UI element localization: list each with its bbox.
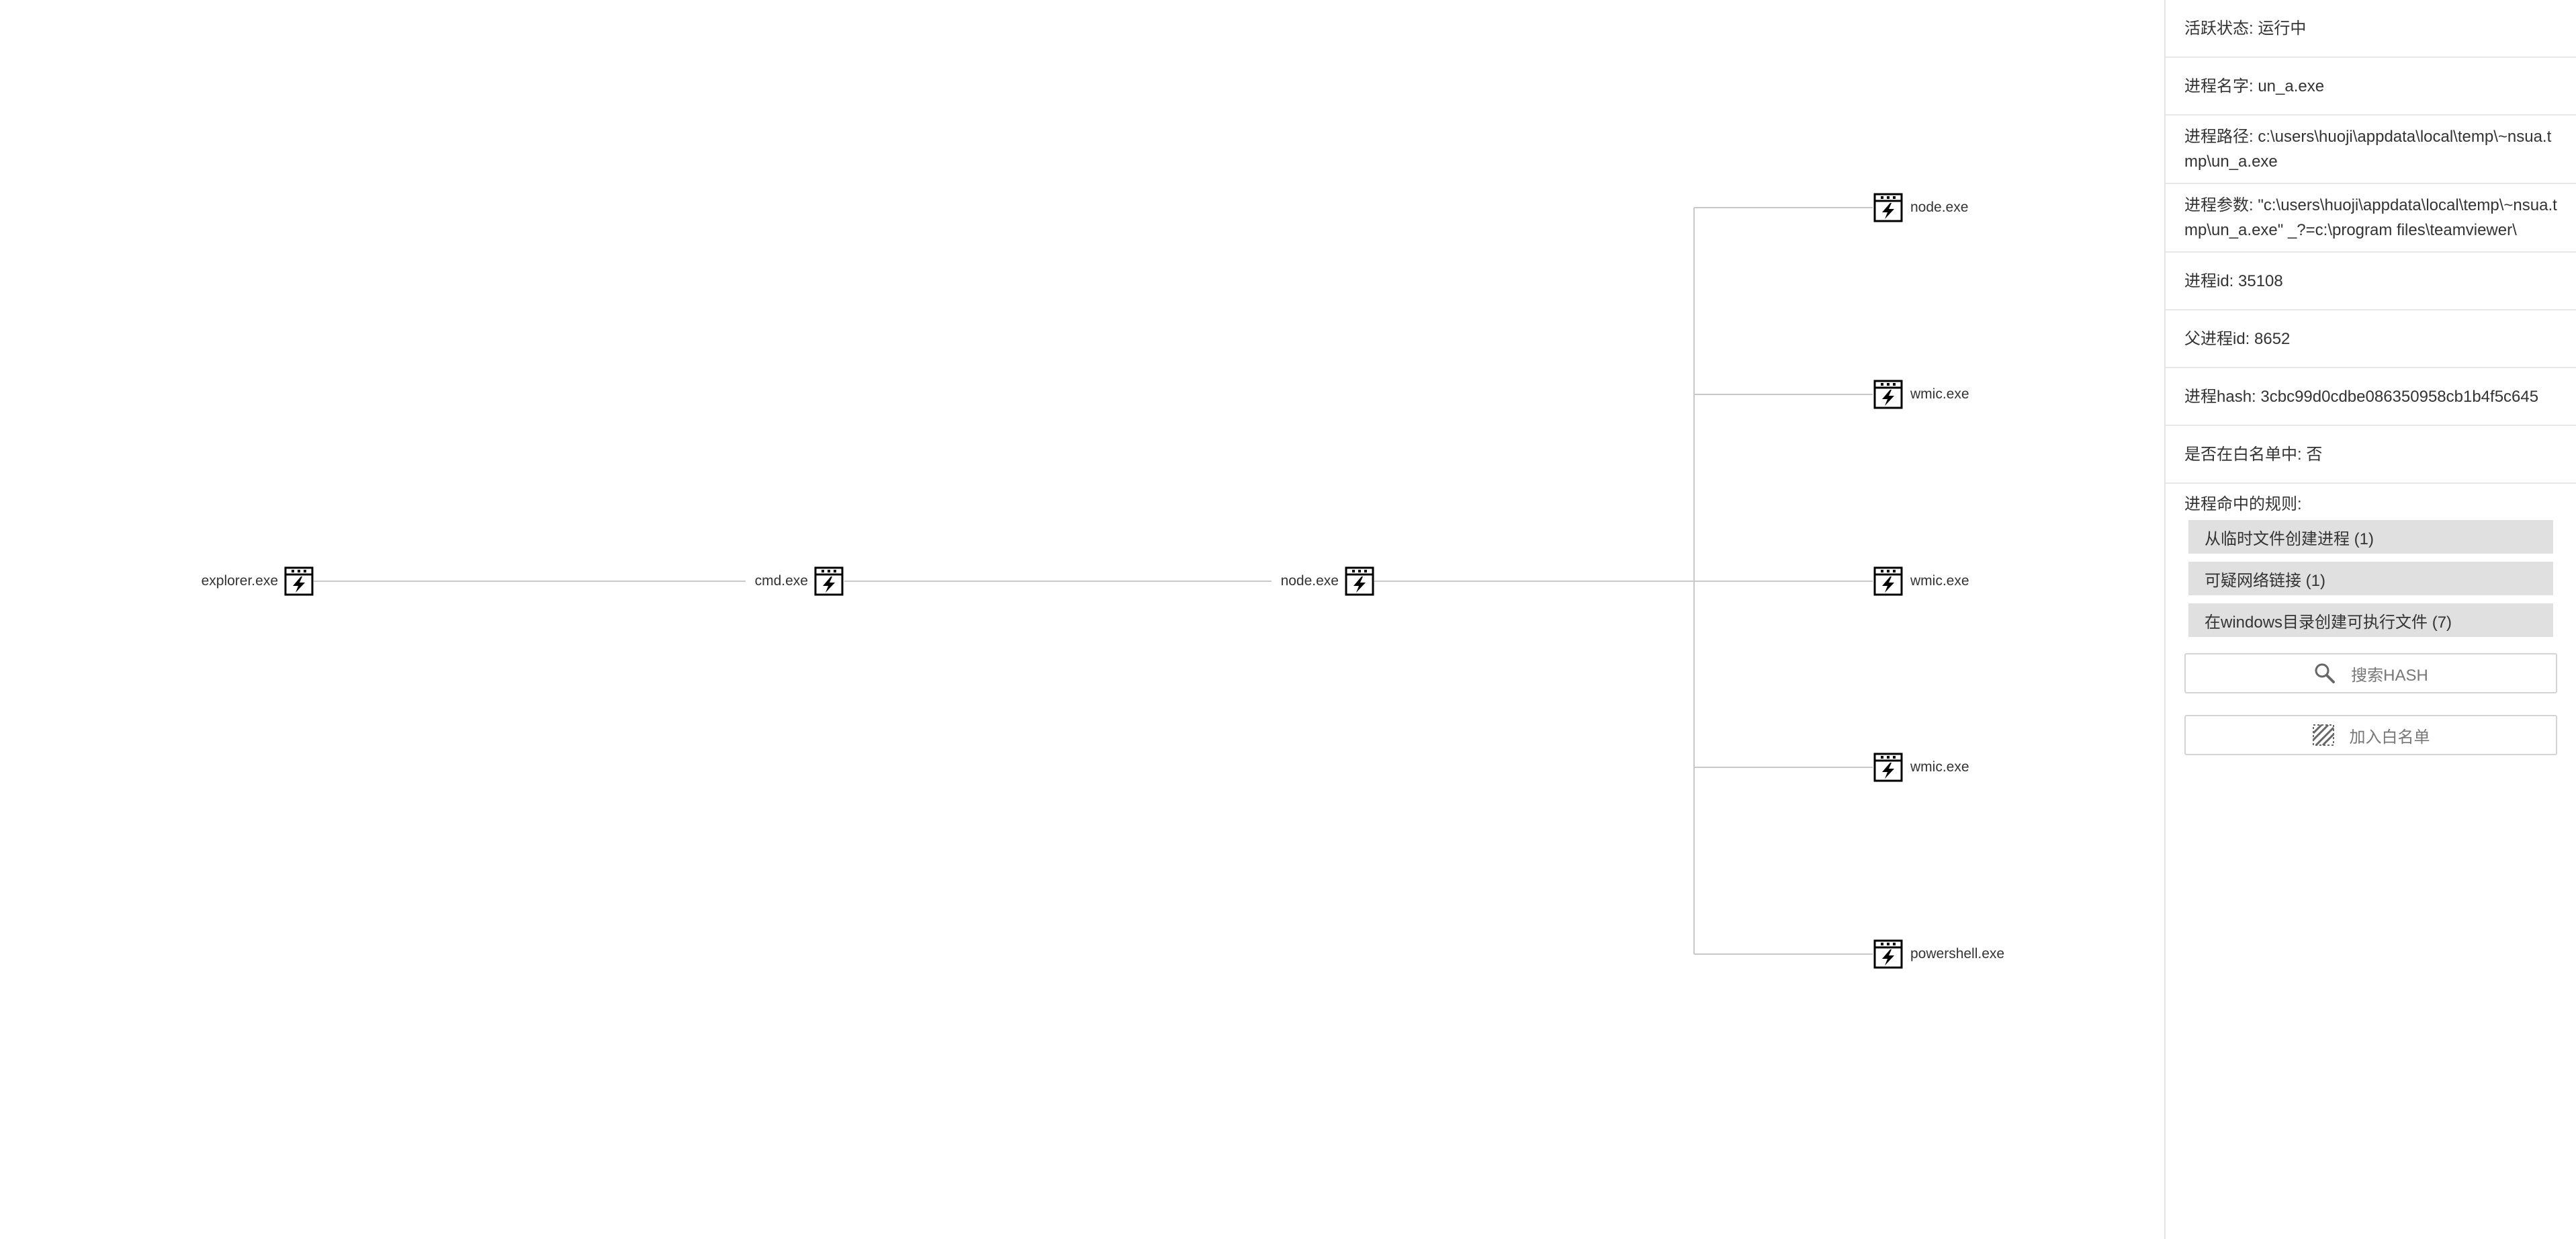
- node-label: wmic.exe: [1910, 573, 1969, 589]
- node-explorer[interactable]: explorer.exe: [202, 566, 314, 597]
- process-path-text: 进程路径: c:\users\huoji\appdata\local\temp\…: [2184, 128, 2552, 171]
- process-detail-panel: 活跃状态: 运行中 进程名字: un_a.exe 进程路径: c:\users\…: [2164, 0, 2576, 1239]
- process-args-row: 进程参数: "c:\users\huoji\appdata\local\temp…: [2166, 184, 2576, 253]
- node-label: wmic.exe: [1910, 759, 1969, 775]
- rule-tag[interactable]: 在windows目录创建可执行文件 (7): [2188, 603, 2553, 637]
- node-wmic-1[interactable]: wmic.exe: [1873, 379, 1969, 410]
- add-whitelist-label: 加入白名单: [2349, 728, 2430, 746]
- node-wmic-2[interactable]: wmic.exe: [1873, 566, 1969, 597]
- status-text: 活跃状态: 运行中: [2184, 19, 2307, 38]
- process-icon: [1873, 753, 1903, 782]
- node-label: node.exe: [1910, 200, 1969, 215]
- parent-id-text: 父进程id: 8652: [2184, 329, 2291, 348]
- status-row: 活跃状态: 运行中: [2166, 0, 2576, 58]
- node-label: wmic.exe: [1910, 386, 1969, 402]
- process-args-text: 进程参数: "c:\users\huoji\appdata\local\temp…: [2184, 196, 2557, 239]
- process-tree-graph[interactable]: explorer.exe cmd.exe: [0, 0, 2164, 1239]
- node-wmic-3[interactable]: wmic.exe: [1873, 752, 1969, 783]
- process-id-row: 进程id: 35108: [2166, 253, 2576, 310]
- process-name-text: 进程名字: un_a.exe: [2184, 77, 2325, 95]
- node-label: node.exe: [1280, 573, 1339, 589]
- node-node-parent[interactable]: node.exe: [1281, 566, 1375, 597]
- process-icon: [1345, 566, 1374, 596]
- node-label: explorer.exe: [201, 573, 278, 589]
- whitelist-hatch-icon: [2312, 724, 2334, 746]
- whitelist-status-row: 是否在白名单中: 否: [2166, 426, 2576, 484]
- process-icon: [1873, 193, 1903, 222]
- rules-title: 进程命中的规则:: [2184, 495, 2302, 513]
- process-icon: [284, 566, 314, 596]
- node-cmd[interactable]: cmd.exe: [755, 566, 844, 597]
- process-hash-row: 进程hash: 3cbc99d0cdbe086350958cb1b4f5c645: [2166, 368, 2576, 426]
- add-whitelist-button[interactable]: 加入白名单: [2184, 715, 2557, 755]
- rules-section: 进程命中的规则: 从临时文件创建进程 (1) 可疑网络链接 (1) 在windo…: [2166, 484, 2576, 637]
- process-icon: [1873, 566, 1903, 596]
- rule-tag[interactable]: 可疑网络链接 (1): [2188, 562, 2553, 595]
- node-powershell[interactable]: powershell.exe: [1873, 939, 2004, 970]
- graph-edges: [314, 207, 1873, 955]
- node-node-child[interactable]: node.exe: [1873, 192, 1968, 223]
- parent-id-row: 父进程id: 8652: [2166, 310, 2576, 368]
- process-icon: [1873, 939, 1903, 969]
- process-hash-text: 进程hash: 3cbc99d0cdbe086350958cb1b4f5c645: [2184, 387, 2539, 406]
- rule-tag[interactable]: 从临时文件创建进程 (1): [2188, 520, 2553, 554]
- search-icon: [2315, 663, 2336, 683]
- process-icon: [1873, 380, 1903, 409]
- process-id-text: 进程id: 35108: [2184, 271, 2283, 290]
- node-label: powershell.exe: [1910, 946, 2005, 962]
- search-hash-label: 搜索HASH: [2351, 666, 2428, 685]
- process-name-row: 进程名字: un_a.exe: [2166, 58, 2576, 116]
- process-path-row: 进程路径: c:\users\huoji\appdata\local\temp\…: [2166, 116, 2576, 184]
- node-label: cmd.exe: [754, 573, 808, 589]
- search-hash-button[interactable]: 搜索HASH: [2184, 653, 2557, 693]
- whitelist-status-text: 是否在白名单中: 否: [2184, 445, 2323, 464]
- process-icon: [814, 566, 844, 596]
